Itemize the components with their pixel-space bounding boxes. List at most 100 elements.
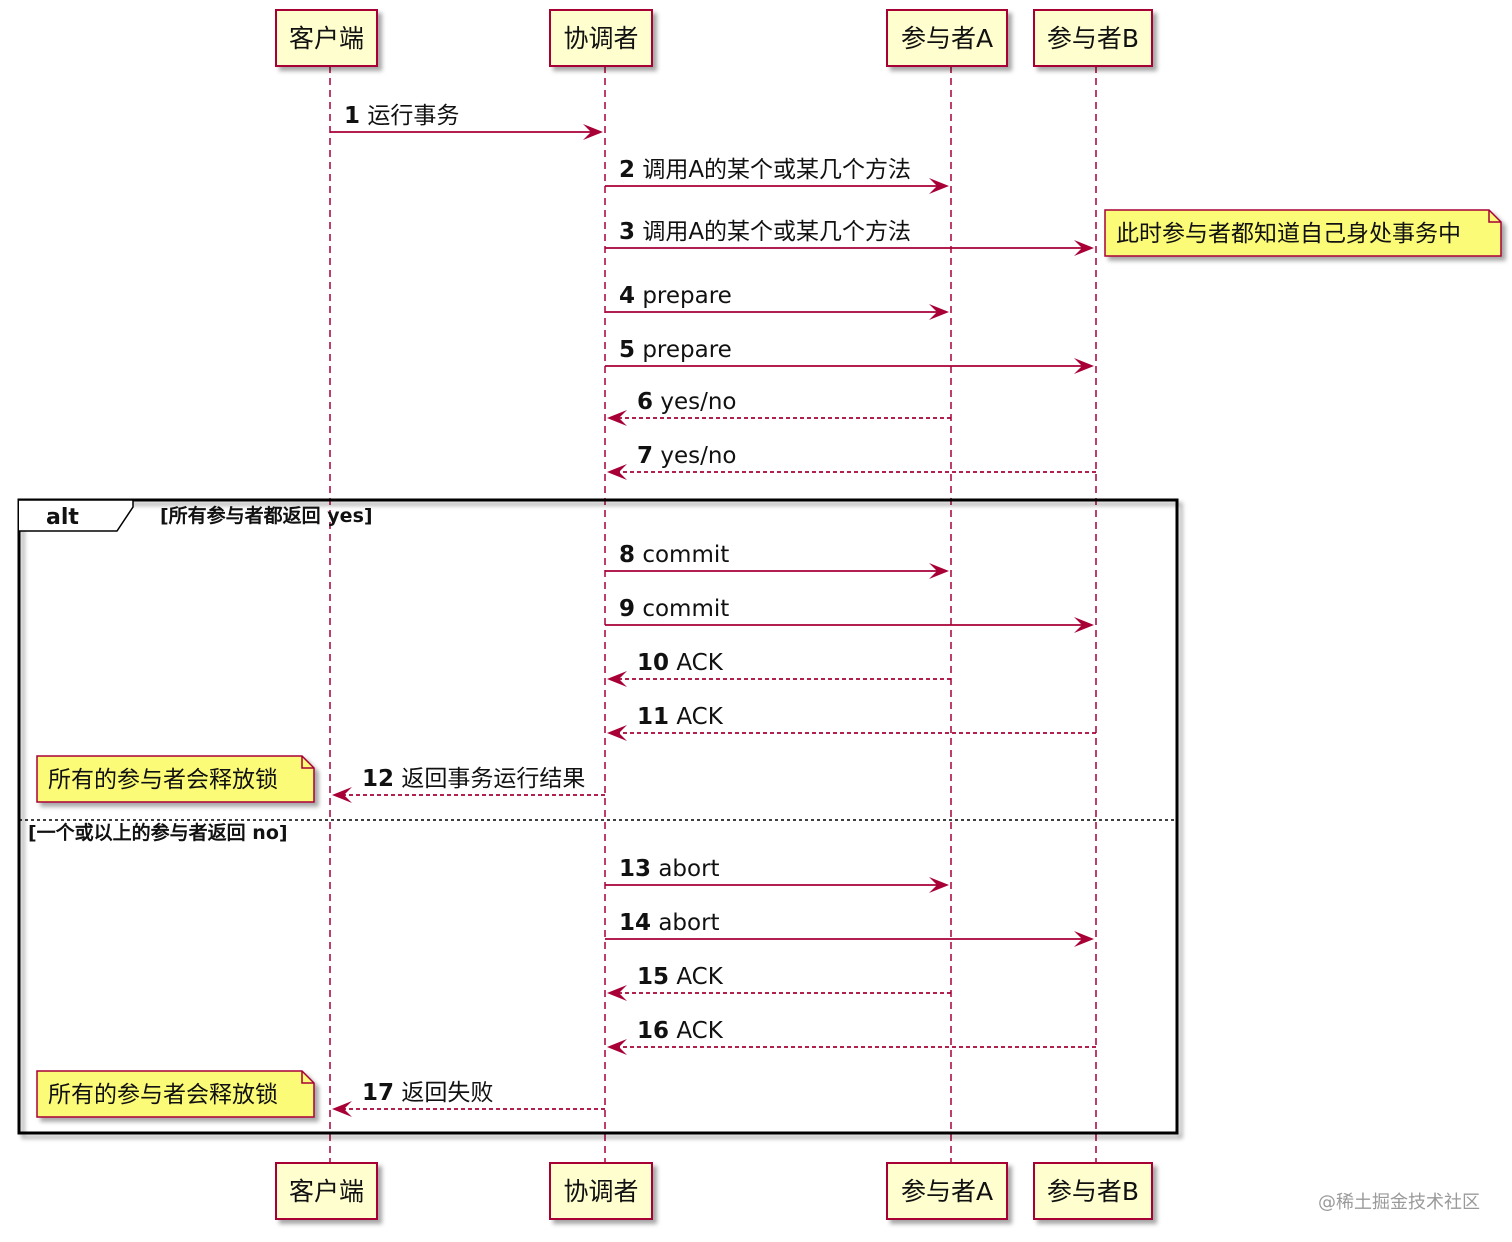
alt-frame: alt[所有参与者都返回 yes][一个或以上的参与者返回 no]: [17, 498, 1179, 1135]
message-number: 6: [637, 389, 653, 415]
message-16: 16 ACK: [607, 1018, 1096, 1055]
message-label: 11 ACK: [637, 704, 724, 730]
arrowhead-icon: [607, 410, 627, 426]
alt-condition-yes: [所有参与者都返回 yes]: [160, 504, 373, 527]
note-fold-icon: [301, 756, 314, 769]
message-3: 3 调用A的某个或某几个方法: [605, 219, 1094, 256]
message-number: 3: [619, 219, 635, 245]
message-label: 15 ACK: [637, 964, 724, 990]
arrowhead-icon: [1074, 931, 1094, 947]
message-14: 14 abort: [605, 910, 1094, 947]
participant-a-top: 参与者A: [886, 9, 1008, 67]
message-number: 10: [637, 650, 669, 676]
message-text: abort: [658, 910, 719, 936]
participant-label: 客户端: [289, 1177, 364, 1206]
message-text: abort: [658, 856, 719, 882]
arrowhead-icon: [332, 787, 352, 803]
alt-condition-no: [一个或以上的参与者返回 no]: [28, 821, 288, 844]
message-text: ACK: [676, 704, 723, 730]
note-text: 此时参与者都知道自己身处事务中: [1116, 221, 1461, 247]
message-label: 3 调用A的某个或某几个方法: [619, 219, 911, 245]
message-text: yes/no: [660, 443, 736, 469]
message-8: 8 commit: [605, 542, 949, 579]
note-2: 所有的参与者会释放锁: [36, 755, 315, 803]
message-label: 7 yes/no: [637, 443, 736, 469]
message-6: 6 yes/no: [607, 389, 951, 426]
message-text: 调用A的某个或某几个方法: [642, 219, 911, 245]
message-text: 调用A的某个或某几个方法: [642, 157, 911, 183]
arrowhead-icon: [929, 304, 949, 320]
message-label: 2 调用A的某个或某几个方法: [619, 157, 911, 183]
message-number: 16: [637, 1018, 669, 1044]
participant-client-top: 客户端: [275, 9, 378, 67]
note-fold-icon: [1488, 210, 1501, 223]
message-text: prepare: [642, 337, 732, 363]
message-number: 13: [619, 856, 651, 882]
note-text: 所有的参与者会释放锁: [48, 767, 278, 793]
message-label: 16 ACK: [637, 1018, 724, 1044]
participant-b-bottom: 参与者B: [1033, 1162, 1153, 1220]
message-12: 12 返回事务运行结果: [332, 766, 605, 803]
arrowhead-icon: [607, 671, 627, 687]
arrowhead-icon: [1074, 617, 1094, 633]
participant-label: 参与者B: [1047, 24, 1139, 53]
message-4: 4 prepare: [605, 283, 949, 320]
participant-label: 参与者B: [1047, 1177, 1139, 1206]
participant-coord-bottom: 协调者: [549, 1162, 653, 1220]
message-text: yes/no: [660, 389, 736, 415]
participant-label: 参与者A: [901, 1177, 993, 1206]
arrowhead-icon: [929, 178, 949, 194]
arrowhead-icon: [1074, 358, 1094, 374]
message-11: 11 ACK: [607, 704, 1096, 741]
message-label: 6 yes/no: [637, 389, 736, 415]
message-17: 17 返回失败: [332, 1080, 605, 1117]
message-text: commit: [642, 596, 729, 622]
arrowhead-icon: [607, 1039, 627, 1055]
message-text: 返回失败: [401, 1080, 493, 1106]
arrowhead-icon: [607, 464, 627, 480]
message-1: 1 运行事务: [330, 103, 603, 140]
arrowhead-icon: [583, 124, 603, 140]
message-label: 9 commit: [619, 596, 729, 622]
message-label: 14 abort: [619, 910, 720, 936]
message-5: 5 prepare: [605, 337, 1094, 374]
message-label: 5 prepare: [619, 337, 732, 363]
message-label: 1 运行事务: [344, 103, 459, 129]
message-7: 7 yes/no: [607, 443, 1096, 480]
message-number: 2: [619, 157, 635, 183]
participant-a-bottom: 参与者A: [886, 1162, 1008, 1220]
message-number: 5: [619, 337, 635, 363]
message-number: 12: [362, 766, 394, 792]
message-text: ACK: [676, 1018, 723, 1044]
message-number: 8: [619, 542, 635, 568]
message-9: 9 commit: [605, 596, 1094, 633]
note-fold-icon: [301, 1071, 314, 1084]
message-label: 4 prepare: [619, 283, 732, 309]
message-label: 12 返回事务运行结果: [362, 766, 585, 792]
participant-label: 协调者: [563, 1177, 638, 1206]
message-label: 17 返回失败: [362, 1080, 493, 1106]
message-label: 13 abort: [619, 856, 720, 882]
message-text: commit: [642, 542, 729, 568]
note-3: 所有的参与者会释放锁: [36, 1070, 315, 1118]
message-number: 9: [619, 596, 635, 622]
arrowhead-icon: [607, 985, 627, 1001]
note-1: 此时参与者都知道自己身处事务中: [1104, 209, 1502, 257]
note-text: 所有的参与者会释放锁: [48, 1082, 278, 1108]
arrowhead-icon: [332, 1101, 352, 1117]
participant-label: 参与者A: [901, 24, 993, 53]
arrowhead-icon: [929, 877, 949, 893]
message-number: 4: [619, 283, 635, 309]
arrowhead-icon: [1074, 240, 1094, 256]
message-10: 10 ACK: [607, 650, 951, 687]
message-label: 8 commit: [619, 542, 729, 568]
message-15: 15 ACK: [607, 964, 951, 1001]
message-number: 7: [637, 443, 653, 469]
message-text: ACK: [676, 650, 723, 676]
message-number: 17: [362, 1080, 394, 1106]
participant-b-top: 参与者B: [1033, 9, 1153, 67]
message-number: 1: [344, 103, 360, 129]
message-label: 10 ACK: [637, 650, 724, 676]
participant-coord-top: 协调者: [549, 9, 653, 67]
